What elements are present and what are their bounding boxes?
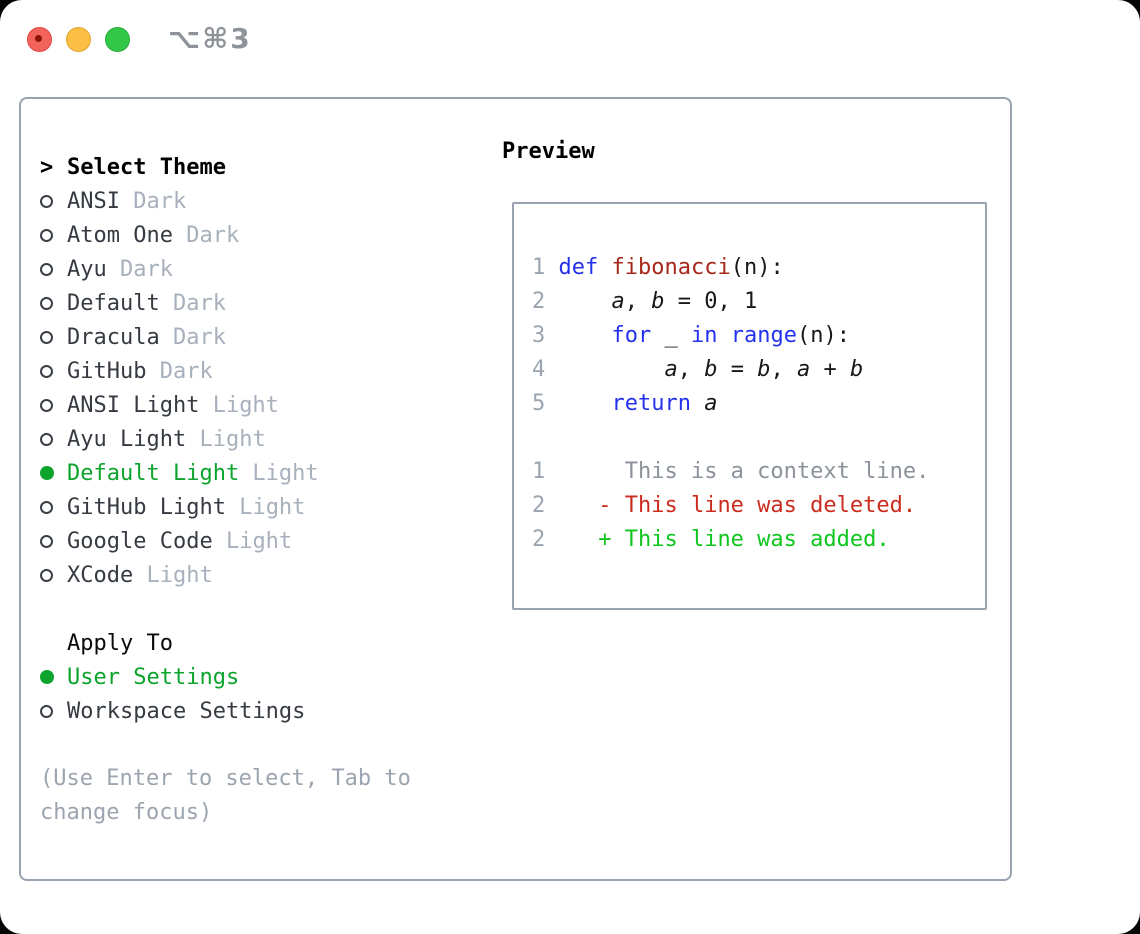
theme-option-xcode[interactable]: XCode Light [40, 558, 319, 592]
titlebar: ⌥⌘3 [0, 0, 1140, 76]
help-text: (Use Enter to select, Tab to change focus… [40, 762, 411, 830]
theme-option-ayu[interactable]: Ayu Dark [40, 252, 319, 286]
radio-selected-icon [40, 466, 54, 480]
apply-to-header: Apply To [40, 626, 305, 660]
item-tag: Light [239, 460, 319, 486]
apply-to-title: Apply To [67, 630, 173, 656]
close-button[interactable] [27, 27, 52, 52]
item-tag: Light [186, 426, 266, 452]
minimize-button[interactable] [66, 27, 91, 52]
item-tag: Light [225, 494, 306, 520]
code-line: 1 def fibonacci(n): [532, 255, 784, 280]
theme-option-ansi-light[interactable]: ANSI Light Light [40, 388, 319, 422]
radio-icon [40, 704, 53, 718]
radio-icon [40, 398, 53, 412]
radio-icon [40, 228, 53, 242]
item-tag: Light [133, 562, 213, 588]
item-label: Default [67, 290, 160, 316]
code-line: 3 for _ in range(n): [532, 323, 850, 348]
radio-selected-icon [40, 670, 54, 684]
item-tag: Dark [159, 324, 226, 350]
help-line: change focus) [40, 800, 213, 825]
radio-icon [40, 500, 53, 514]
apply-option-workspace-settings[interactable]: Workspace Settings [40, 694, 305, 728]
item-label: Ayu [67, 256, 107, 282]
item-label: XCode [67, 562, 134, 588]
item-tag: Dark [146, 358, 213, 384]
radio-icon [40, 194, 53, 208]
code-line: 2 + This line was added. [532, 527, 890, 552]
focus-caret-icon: > [40, 154, 54, 180]
item-tag: Dark [159, 290, 226, 316]
apply-option-user-settings[interactable]: User Settings [40, 660, 305, 694]
item-label: Dracula [67, 324, 160, 350]
item-label: GitHub [67, 358, 147, 384]
item-label: User Settings [67, 664, 240, 690]
radio-icon [40, 330, 53, 344]
theme-option-ayu-light[interactable]: Ayu Light Light [40, 422, 319, 456]
theme-option-atom-one[interactable]: Atom One Dark [40, 218, 319, 252]
code-line: 5 return a [532, 391, 718, 416]
theme-option-google-code[interactable]: Google Code Light [40, 524, 319, 558]
preview-code-box: 1 def fibonacci(n): 2 a, b = 0, 1 3 for _ … [512, 202, 987, 610]
code-line: 1 This is a context line. [532, 459, 930, 484]
theme-option-dracula[interactable]: Dracula Dark [40, 320, 319, 354]
code-line: 2 - This line was deleted. [532, 493, 917, 518]
code-line: 2 a, b = 0, 1 [532, 289, 758, 314]
code-line-blank [532, 421, 985, 455]
code-line: 4 a, b = b, a + b [532, 357, 864, 382]
item-tag: Dark [172, 222, 240, 248]
radio-icon [40, 568, 53, 582]
item-label: GitHub Light [67, 494, 226, 520]
help-line: (Use Enter to select, Tab to [40, 766, 411, 791]
keyboard-shortcut-label: ⌥⌘3 [168, 22, 252, 55]
theme-option-github-light[interactable]: GitHub Light Light [40, 490, 319, 524]
theme-option-default-light[interactable]: Default Light Light [40, 456, 319, 490]
item-label: ANSI [67, 188, 120, 214]
item-tag: Dark [119, 188, 187, 214]
item-tag: Light [212, 528, 293, 554]
item-label: Atom One [67, 222, 173, 248]
item-tag: Light [199, 392, 279, 418]
radio-icon [40, 262, 53, 276]
select-theme-header: > Select Theme [40, 150, 319, 184]
theme-option-github[interactable]: GitHub Dark [40, 354, 319, 388]
radio-icon [40, 432, 53, 446]
item-label: Ayu Light [67, 426, 187, 452]
radio-icon [40, 296, 53, 310]
item-label: ANSI Light [67, 392, 200, 418]
radio-icon [40, 364, 53, 378]
item-tag: Dark [106, 256, 173, 282]
preview-title: Preview [502, 139, 595, 164]
item-label: Default Light [67, 460, 240, 486]
radio-icon [40, 534, 53, 548]
theme-option-ansi[interactable]: ANSI Dark [40, 184, 319, 218]
theme-option-default[interactable]: Default Dark [40, 286, 319, 320]
zoom-button[interactable] [105, 27, 130, 52]
item-label: Workspace Settings [67, 698, 306, 724]
item-label: Google Code [67, 528, 213, 554]
select-theme-title: Select Theme [67, 154, 226, 180]
